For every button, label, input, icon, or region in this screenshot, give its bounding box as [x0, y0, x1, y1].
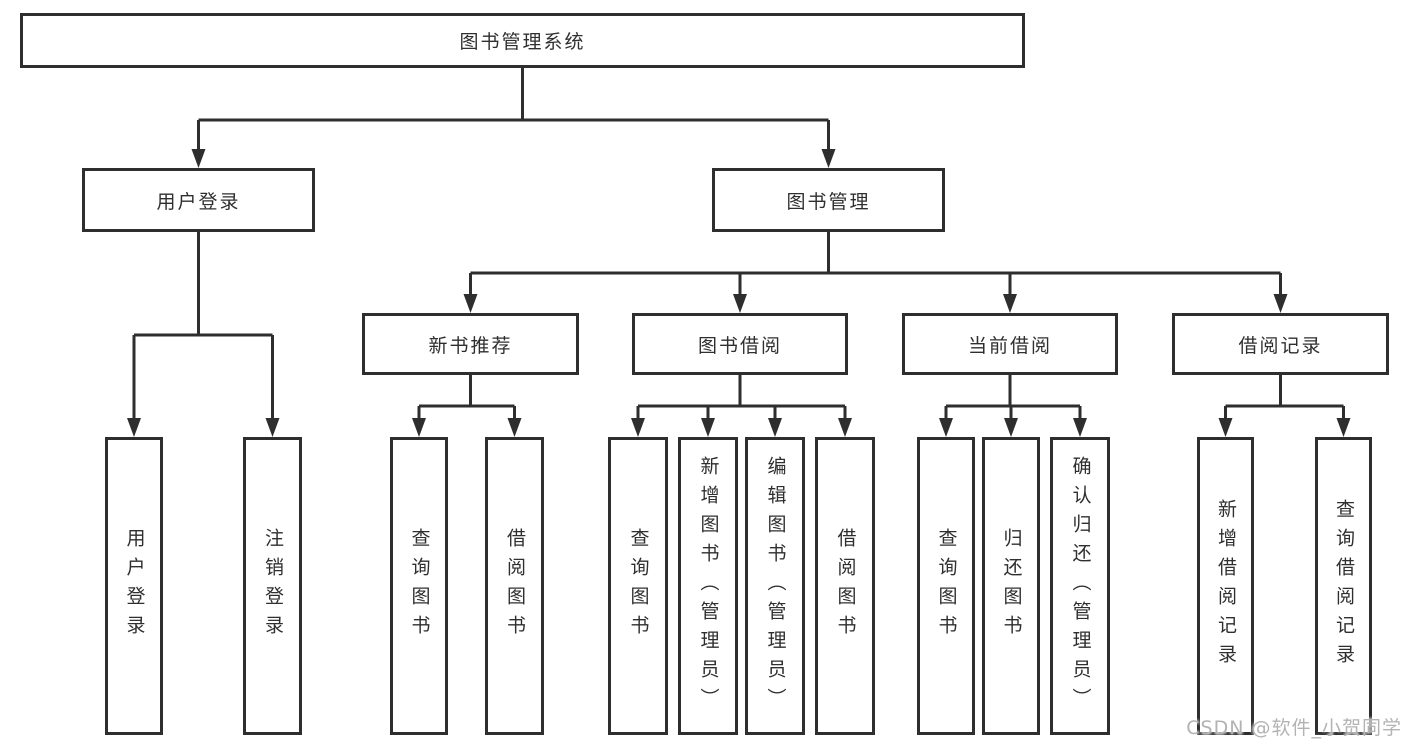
leaf-query-books-1-label: 查询图书: [408, 528, 431, 644]
leaf-edit-books-admin: 编辑图书（管理员）: [745, 437, 805, 735]
leaf-query-books-2: 查询图书: [608, 437, 668, 735]
node-new-book-recommend-label: 新书推荐: [428, 334, 513, 357]
leaf-add-books-admin: 新增图书（管理员）: [678, 437, 738, 735]
leaf-add-books-admin-label: 新增图书（管理员）: [697, 455, 720, 717]
node-user-login: 用户登录: [82, 168, 315, 232]
node-book-management-label: 图书管理: [786, 190, 871, 213]
leaf-query-borrow-record-label: 查询借阅记录: [1333, 499, 1355, 673]
node-new-book-recommend: 新书推荐: [362, 313, 579, 375]
leaf-confirm-return-admin-label: 确认归还（管理员）: [1069, 455, 1092, 717]
arrowheads-current-leaves: [939, 418, 1087, 437]
leaf-query-books-2-label: 查询图书: [627, 528, 650, 644]
node-book-borrowing-label: 图书借阅: [697, 334, 782, 357]
leaf-query-books-3-label: 查询图书: [935, 528, 958, 644]
node-book-management: 图书管理: [712, 168, 945, 232]
node-library-system: 图书管理系统: [20, 13, 1025, 68]
csdn-watermark: CSDN @软件_小贺同学: [1186, 717, 1402, 739]
connector-newbook-to-leaves: [417, 375, 516, 420]
arrowheads-level3: [463, 294, 1288, 313]
node-borrowing-records-label: 借阅记录: [1238, 334, 1323, 357]
connector-root-to-level2: [197, 68, 830, 151]
leaf-return-books: 归还图书: [982, 437, 1040, 735]
leaf-borrow-books-2-label: 借阅图书: [834, 528, 857, 644]
node-current-borrowing-label: 当前借阅: [967, 334, 1052, 357]
arrowheads-newbook-leaves: [412, 418, 522, 437]
leaf-logout: 注销登录: [243, 437, 302, 735]
leaf-return-books-label: 归还图书: [1000, 528, 1023, 644]
node-book-borrowing: 图书借阅: [632, 313, 848, 375]
leaf-add-borrow-record-label: 新增借阅记录: [1215, 499, 1237, 673]
connector-records-to-leaves: [1224, 375, 1345, 420]
connector-bookmgmt-to-level3: [469, 232, 1282, 296]
leaf-confirm-return-admin: 确认归还（管理员）: [1050, 437, 1110, 735]
node-user-login-label: 用户登录: [156, 190, 241, 213]
arrowheads-level2: [191, 149, 836, 168]
arrowheads-borrow-leaves: [631, 418, 852, 437]
leaf-user-login-label: 用户登录: [123, 528, 146, 644]
leaf-add-borrow-record: 新增借阅记录: [1197, 437, 1254, 735]
connector-borrow-to-leaves: [636, 375, 847, 420]
leaf-borrow-books-2: 借阅图书: [815, 437, 875, 735]
leaf-query-books-3: 查询图书: [917, 437, 975, 735]
arrowheads-userlogin-leaves: [127, 418, 280, 437]
connector-current-to-leaves: [944, 375, 1082, 420]
arrowheads-records-leaves: [1218, 418, 1351, 437]
leaf-query-books-1: 查询图书: [390, 437, 448, 735]
leaf-query-borrow-record: 查询借阅记录: [1315, 437, 1372, 735]
connector-userlogin-to-leaves: [132, 232, 274, 420]
leaf-edit-books-admin-label: 编辑图书（管理员）: [764, 455, 787, 717]
leaf-user-login: 用户登录: [105, 437, 163, 735]
node-library-system-label: 图书管理系统: [459, 31, 586, 53]
leaf-borrow-books-1: 借阅图书: [485, 437, 544, 735]
leaf-logout-label: 注销登录: [262, 528, 284, 644]
leaf-borrow-books-1-label: 借阅图书: [504, 528, 526, 644]
node-current-borrowing: 当前借阅: [902, 313, 1118, 375]
node-borrowing-records: 借阅记录: [1172, 313, 1389, 375]
